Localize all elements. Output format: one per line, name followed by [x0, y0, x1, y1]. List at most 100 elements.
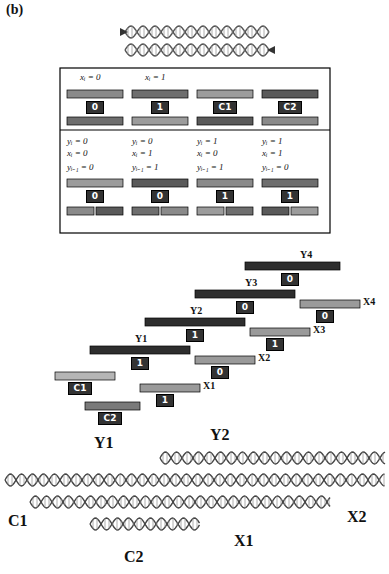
- base-pair: [197, 519, 198, 528]
- base-pair: [263, 453, 264, 464]
- tile-strand: [132, 207, 159, 215]
- tile-strand: [67, 179, 123, 187]
- base-pair: [208, 30, 209, 33]
- base-pair: [148, 30, 149, 33]
- base-pair: [81, 497, 82, 508]
- base-pair: [307, 453, 308, 464]
- base-pair: [223, 453, 224, 462]
- base-pair: [120, 474, 121, 486]
- base-pair: [225, 497, 226, 506]
- base-pair: [187, 452, 188, 464]
- base-pair: [137, 497, 138, 506]
- frame-divider: [60, 129, 330, 130]
- base-pair: [32, 474, 33, 486]
- tile-condition: xᵢ = 1: [132, 148, 153, 158]
- base-pair: [364, 475, 365, 486]
- tile-value: C1: [74, 383, 87, 393]
- dna-strand: [5, 474, 385, 486]
- base-pair: [97, 519, 98, 530]
- base-pair: [141, 519, 142, 530]
- base-pair: [96, 475, 97, 484]
- base-pair: [140, 46, 141, 54]
- tile-value: 1: [137, 358, 143, 368]
- base-pair: [164, 28, 165, 36]
- dna-strand: [30, 496, 330, 508]
- base-pair: [348, 477, 349, 483]
- base-pair: [188, 475, 189, 486]
- base-pair: [205, 500, 206, 503]
- strand-label: Y2: [208, 426, 232, 444]
- base-pair: [105, 519, 106, 530]
- base-pair: [73, 500, 74, 503]
- tile-core: 0: [151, 190, 169, 203]
- base-pair: [232, 475, 233, 486]
- base-pair: [177, 497, 178, 508]
- base-pair: [343, 453, 344, 464]
- base-pair: [168, 44, 169, 56]
- base-pair: [173, 518, 174, 530]
- dna-strand: [90, 518, 200, 530]
- tile-strand: [197, 90, 253, 98]
- base-pair: [268, 478, 269, 481]
- base-pair: [184, 48, 185, 51]
- base-pair: [196, 475, 197, 486]
- tile-strand: [96, 207, 123, 215]
- strand-label: Y2: [190, 305, 202, 316]
- x-strand: [195, 356, 255, 364]
- base-pair: [148, 48, 149, 51]
- base-pair: [236, 28, 237, 36]
- y-strand: [245, 262, 340, 270]
- base-pair: [192, 26, 193, 38]
- base-pair: [360, 475, 361, 484]
- base-pair: [253, 497, 254, 506]
- tile-value: 0: [242, 302, 248, 312]
- strand-label: Y4: [300, 249, 312, 260]
- tile-value: 1: [157, 102, 163, 112]
- base-pair: [68, 475, 69, 484]
- panel-letter: (b): [6, 2, 23, 18]
- base-pair: [188, 46, 189, 54]
- dna-strand: [5, 474, 385, 486]
- tile-condition: yᵢ = 0: [67, 136, 88, 146]
- tile-value: 0: [217, 367, 223, 377]
- tile-condition: xᵢ = 0: [80, 72, 101, 82]
- base-pair: [128, 46, 129, 54]
- base-pair: [180, 478, 181, 481]
- base-pair: [141, 500, 142, 503]
- tile-condition: xᵢ = 1: [145, 72, 166, 82]
- base-pair: [37, 497, 38, 508]
- base-pair: [216, 477, 217, 483]
- base-pair: [285, 499, 286, 505]
- base-pair: [163, 453, 164, 462]
- base-pair: [33, 497, 34, 506]
- base-pair: [264, 26, 265, 38]
- base-pair: [257, 497, 258, 508]
- base-pair: [191, 455, 192, 461]
- base-pair: [64, 475, 65, 486]
- base-pair: [112, 475, 113, 484]
- base-pair: [175, 453, 176, 464]
- tile-value: C1: [219, 102, 232, 112]
- base-pair: [160, 30, 161, 33]
- base-pair: [228, 26, 229, 38]
- base-pair: [300, 477, 301, 483]
- base-pair: [200, 46, 201, 54]
- base-pair: [256, 477, 257, 483]
- base-pair: [196, 48, 197, 51]
- base-pair: [193, 499, 194, 505]
- base-pair: [220, 474, 221, 486]
- base-pair: [129, 518, 130, 530]
- base-pair: [48, 478, 49, 481]
- base-pair: [80, 477, 81, 483]
- tile-strand: [132, 90, 188, 98]
- strand-label: Y1: [135, 333, 147, 344]
- base-pair: [201, 496, 202, 508]
- base-pair: [157, 522, 158, 525]
- base-pair: [125, 521, 126, 527]
- base-pair: [240, 44, 241, 56]
- base-pair: [12, 475, 13, 486]
- tile-core: 1: [131, 357, 149, 370]
- base-pair: [188, 28, 189, 36]
- tile-core: 0: [211, 366, 229, 379]
- base-pair: [212, 46, 213, 54]
